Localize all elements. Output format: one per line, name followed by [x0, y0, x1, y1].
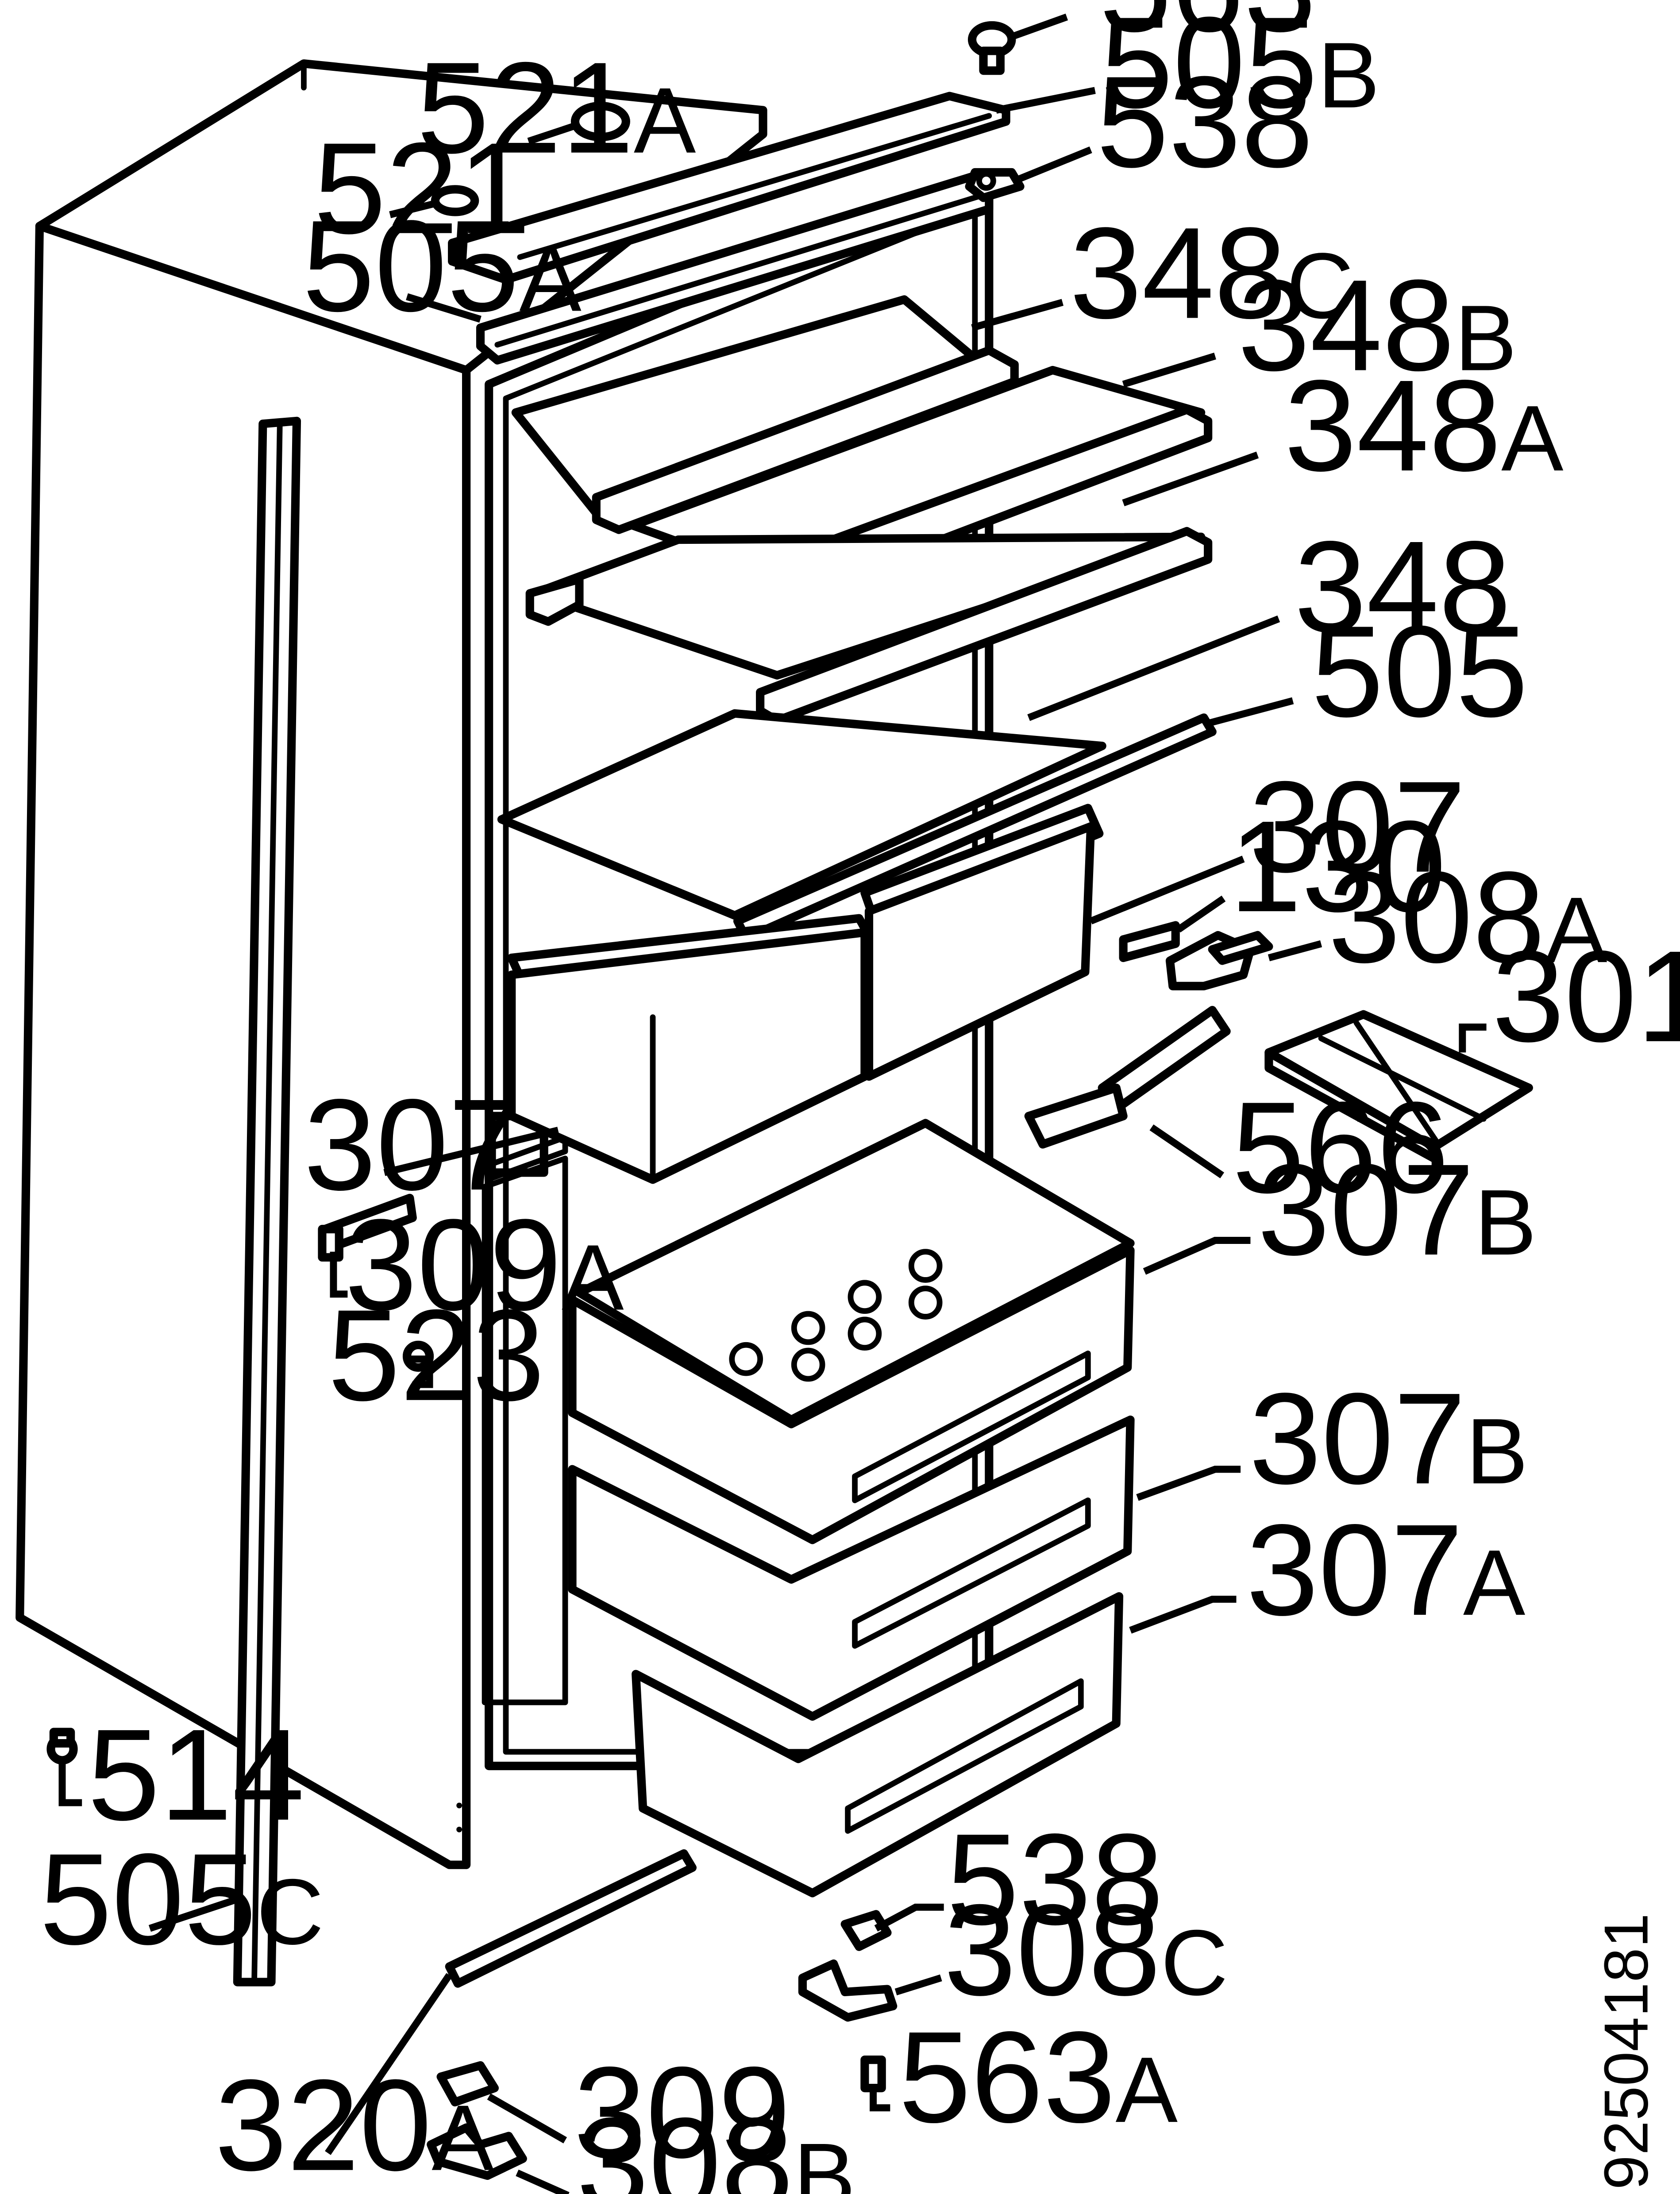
hinge-308b — [427, 2123, 527, 2180]
foot-514 — [46, 1728, 78, 1765]
crisper-right — [860, 804, 1104, 1081]
label-348c: 348C — [1070, 200, 1354, 346]
freezer-drawer-307b-lower — [568, 1415, 1135, 1721]
label-505c: 505C — [39, 1827, 324, 1972]
ice-scraper-566 — [1024, 1006, 1231, 1149]
label-521: 521 — [314, 116, 531, 261]
label-308c: 308C — [944, 1878, 1228, 2023]
door-seal-strip — [233, 416, 301, 1986]
label-348b: 348B — [1238, 253, 1517, 398]
label-523: 523 — [328, 1283, 545, 1428]
label-538-top: 538 — [1096, 50, 1313, 195]
label-563: 563 — [1099, 0, 1316, 59]
freezer-drawer-307a — [632, 1592, 1124, 1898]
label-348: 348 — [1294, 514, 1511, 659]
label-308a: 308A — [1328, 845, 1607, 990]
plinth-strip-320a — [445, 1849, 697, 1988]
crisper-left — [507, 914, 878, 1184]
label-308b: 308B — [577, 2091, 856, 2194]
foot-563 — [967, 21, 1016, 75]
hinge-pin-538 — [965, 168, 1025, 202]
label-505a: 505A — [302, 193, 582, 339]
label-521a: 521A — [417, 35, 696, 181]
ice-cube-tray-301 — [1264, 1010, 1533, 1163]
hinge-plate-308a — [1165, 931, 1273, 990]
glass-shelf-348 — [497, 709, 1106, 920]
label-505b: 505B — [1101, 0, 1380, 135]
foot-563a — [860, 2055, 886, 2093]
label-563a: 563A — [898, 2005, 1178, 2150]
label-307a: 307A — [1246, 1497, 1526, 1643]
label-309: 309 — [574, 2040, 790, 2185]
bracket-130 — [1119, 921, 1180, 962]
top-cover-505b — [448, 92, 1010, 284]
cover-309 — [436, 2061, 499, 2107]
label-566: 566 — [1232, 1075, 1449, 1220]
label-130: 130 — [1229, 794, 1446, 939]
cap-521 — [431, 185, 479, 216]
thermostat-knob-521a — [570, 101, 630, 142]
label-320a: 320A — [215, 2053, 494, 2194]
label-505: 505 — [1311, 599, 1528, 744]
label-309a: 309A — [345, 1192, 624, 1337]
label-301: 301 — [1492, 924, 1680, 1069]
glass-shelf-348a — [525, 527, 1213, 725]
label-348a: 348A — [1284, 353, 1564, 498]
freezer-drawer-307b-upper — [568, 1119, 1135, 1544]
label-307-left: 307 — [304, 1072, 520, 1217]
leader-lines — [58, 13, 1487, 2194]
hinge-pin-538-lower — [840, 1910, 892, 1951]
label-307b-upper: 307B — [1257, 1137, 1537, 1282]
label-307b-lower: 307B — [1249, 1366, 1528, 1511]
label-514: 514 — [88, 1702, 304, 1848]
label-538-bottom: 538 — [947, 1807, 1164, 1952]
label-307-right: 307 — [1249, 754, 1466, 900]
glass-shelf-348c — [511, 295, 1019, 534]
drawing-code: 92504181 — [1591, 1913, 1661, 2190]
hinge-308c — [798, 1959, 898, 2022]
